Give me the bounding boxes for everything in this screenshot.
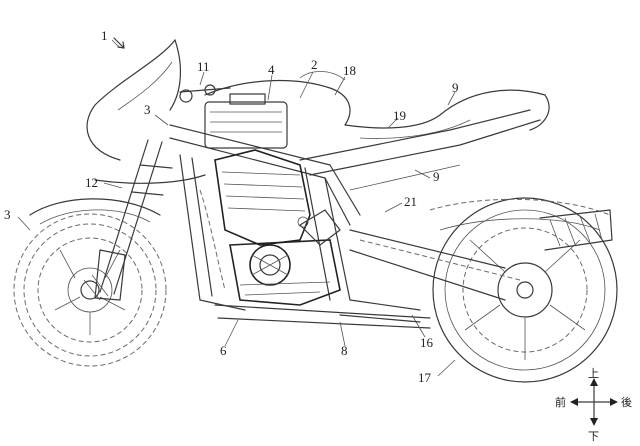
ref-label-16: 16: [420, 335, 434, 350]
reference-numerals: 1 2 3 3 4 6 8 9 9 11 12 16 17 18 19 21: [4, 28, 459, 385]
exhaust: [199, 189, 421, 323]
fuel-tank: [204, 71, 351, 126]
ref-label-6: 6: [220, 343, 227, 358]
ref-label-19: 19: [393, 108, 406, 123]
ref-label-9a: 9: [452, 80, 459, 95]
ref-label-17: 17: [418, 370, 432, 385]
front-fork: [83, 139, 173, 301]
rear-fender: [429, 198, 611, 231]
direction-compass: 上 下 前 後: [555, 367, 632, 443]
front-wheel: [13, 213, 167, 367]
leader-lines: [17, 39, 456, 377]
rear-wheel: [432, 197, 618, 383]
ref-label-9b: 9: [433, 169, 440, 184]
ref-label-4: 4: [268, 62, 275, 77]
ref-label-12: 12: [85, 175, 98, 190]
ref-label-3a: 3: [144, 102, 151, 117]
ref-label-18: 18: [343, 63, 356, 78]
air-box: [204, 93, 288, 149]
arrow-icon: [113, 37, 125, 49]
compass-rear-label: 後: [621, 395, 632, 409]
rear-subframe: [539, 209, 613, 251]
compass-front-label: 前: [555, 395, 566, 409]
engine: [214, 149, 341, 306]
swing-arm: [349, 229, 521, 301]
compass-down-label: 下: [588, 430, 599, 443]
ref-label-8: 8: [341, 343, 348, 358]
ref-label-21: 21: [404, 194, 417, 209]
ref-label-2: 2: [311, 57, 318, 72]
ref-label-11: 11: [197, 59, 210, 74]
ref-label-3b: 3: [4, 207, 11, 222]
seat: [344, 89, 550, 139]
main-frame: [169, 109, 541, 329]
compass-up-label: 上: [588, 367, 599, 380]
handlebar: [179, 84, 231, 103]
ref-label-1: 1: [101, 28, 108, 43]
front-fender: [29, 198, 161, 225]
